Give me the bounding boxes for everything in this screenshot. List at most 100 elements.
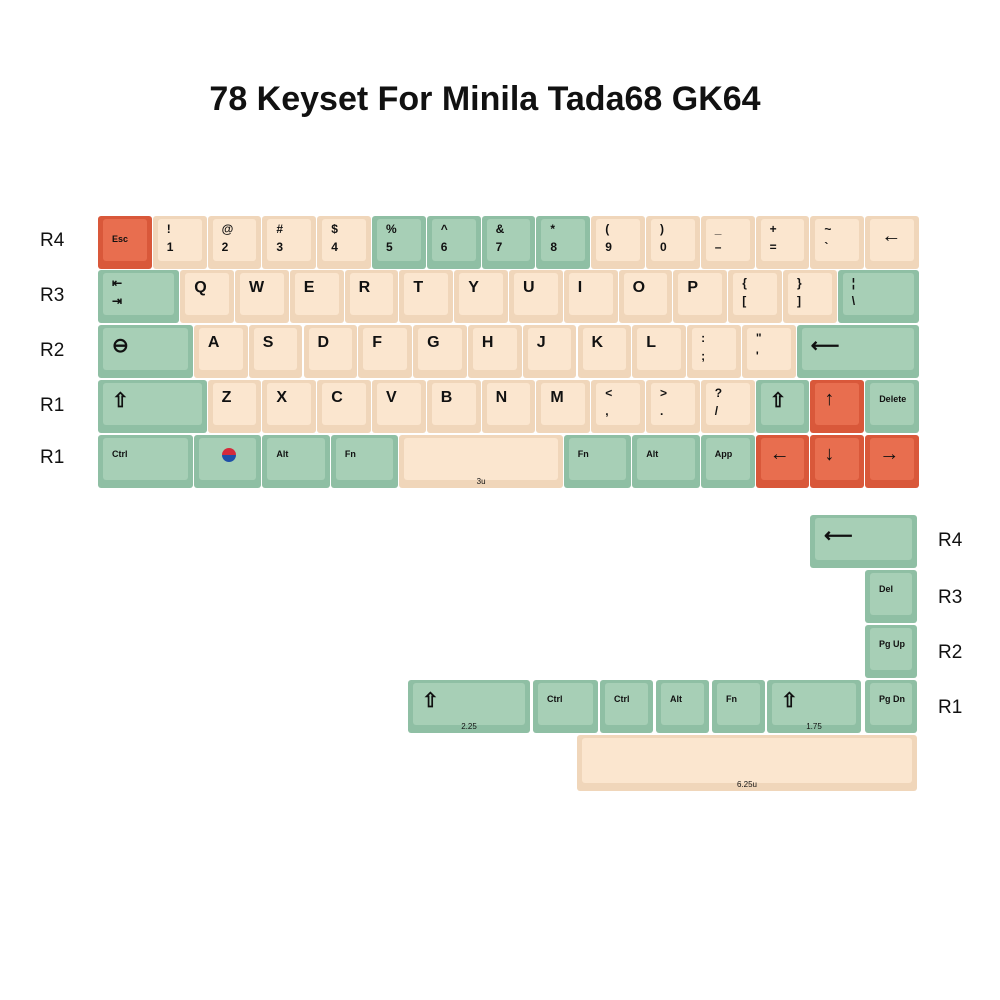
keycap-top-surface	[815, 518, 912, 560]
keycap-top-surface	[103, 219, 147, 261]
keycap-blank: $4	[317, 216, 371, 269]
keycap-top-surface	[678, 273, 723, 315]
key-legend-top: M	[550, 389, 564, 406]
keycap-o: O	[618, 270, 673, 323]
tab-icon: ⇤	[112, 276, 123, 290]
key-legend-top: Y	[468, 279, 479, 296]
keycap-m: M	[536, 380, 591, 433]
key-legend-top: Pg Dn	[879, 694, 905, 704]
key-legend-top: H	[481, 334, 494, 351]
key-legend-top: C	[331, 389, 343, 406]
keycap-top-surface	[472, 328, 517, 370]
shift-icon: ⇧	[781, 690, 798, 712]
keycap-6-25u: 6.25u	[577, 735, 917, 791]
key-legend-top: Alt	[276, 449, 289, 459]
key-legend-bottom: 6	[440, 240, 448, 254]
key-legend-top: "	[755, 331, 762, 345]
keycap-top-surface	[363, 328, 408, 370]
keycap-blank: "'	[741, 325, 796, 378]
key-legend-bottom: '	[755, 349, 759, 363]
keycap-blank: (9	[591, 216, 645, 269]
backspace-arrow-icon: ⟵	[824, 525, 853, 547]
keycap-top-surface	[377, 383, 421, 425]
keycap-z: Z	[207, 380, 262, 433]
keycap-top-surface	[212, 383, 257, 425]
keycap-blank: >.	[646, 380, 700, 433]
keycap-h: H	[467, 325, 522, 378]
row-label: R2	[40, 340, 65, 361]
keycap-f: F	[358, 325, 413, 378]
key-legend-top: X	[276, 389, 288, 406]
keycap-top-surface	[582, 738, 912, 783]
keycap-top-surface	[760, 219, 805, 261]
keycap-top-surface	[253, 328, 298, 370]
keycap-blank: #3	[262, 216, 317, 269]
keycap-alt: Alt	[632, 435, 700, 488]
shift-icon: ⇧	[422, 690, 439, 712]
keycap-top-surface	[623, 273, 668, 315]
key-legend-top: P	[687, 279, 699, 296]
keycap-backspace-arrow: ←	[865, 216, 919, 269]
keycap-k: K	[577, 325, 632, 378]
keycap-top-surface	[157, 219, 202, 261]
key-legend-top: A	[207, 334, 220, 351]
keycap-p: P	[673, 270, 728, 323]
keycap-taegeuk-logo	[193, 435, 262, 488]
keycap-top-surface	[568, 273, 613, 315]
keycap-b: B	[426, 380, 481, 433]
keycap-top-surface	[103, 328, 188, 370]
keycap-top-surface	[815, 383, 860, 425]
key-legend-top: I	[577, 279, 583, 296]
taegeuk-logo-icon	[221, 448, 236, 462]
keycap-top-surface	[349, 273, 394, 315]
keycap-blank: +=	[755, 216, 810, 269]
key-legend-bottom: 0	[660, 240, 667, 254]
keycap-top-surface	[308, 328, 353, 370]
key-legend-top: ¦	[851, 276, 856, 290]
keycap-top-surface	[870, 628, 912, 670]
keycap-v: V	[372, 380, 426, 433]
key-legend-bottom: 3	[276, 240, 284, 254]
keycap-top-surface	[717, 683, 760, 725]
keycap-top-surface	[746, 328, 791, 370]
keycap-top-surface	[760, 438, 805, 480]
keycap-3u: 3u	[399, 435, 563, 488]
keycap-g: G	[413, 325, 467, 378]
keycap-shift: ⇧2.25	[408, 680, 530, 733]
key-legend-top: ?	[714, 386, 723, 400]
key-legend-top: }	[797, 276, 802, 290]
key-legend-top: V	[386, 389, 397, 406]
keycap-top-surface	[322, 383, 366, 425]
key-legend-top: Pg Up	[879, 639, 905, 649]
keycap-top-surface	[486, 383, 531, 425]
key-legend-top: *	[550, 222, 556, 236]
key-legend-top: )	[660, 222, 664, 236]
key-legend-top: #	[276, 222, 284, 236]
keycap-top-surface	[772, 683, 856, 725]
keycap-top-surface	[267, 219, 312, 261]
key-legend-bottom: ,	[605, 404, 609, 418]
keycap-top-surface	[705, 219, 750, 261]
keycap-top-surface	[267, 438, 325, 480]
key-legend-top: Fn	[577, 449, 589, 459]
keycap-i: I	[563, 270, 618, 323]
caps-lock-icon: ⊖	[112, 335, 129, 357]
keycap-top-surface	[322, 219, 366, 261]
keycap-enter-arrow: ⟵	[796, 325, 919, 378]
key-legend-top: Ctrl	[547, 694, 563, 704]
key-legend-bottom: ⇥	[112, 294, 123, 308]
keycap-pg-up: Pg Up	[865, 625, 917, 678]
keycap-a: A	[193, 325, 248, 378]
key-legend-top: W	[249, 279, 265, 296]
keycap-shift: ⇧	[755, 380, 810, 433]
arrow-right-icon: →	[879, 443, 900, 465]
keycap-ctrl: Ctrl	[533, 680, 598, 733]
key-legend-top: @	[221, 222, 234, 236]
key-legend-top: B	[440, 389, 453, 406]
key-legend-top: (	[605, 222, 610, 236]
keycap-top-surface	[582, 328, 627, 370]
key-legend-bottom: [	[742, 294, 747, 308]
keycap-top-surface	[788, 273, 832, 315]
keycap-caps-lock: ⊖	[98, 325, 193, 378]
keycap-shift: ⇧1.75	[767, 680, 861, 733]
